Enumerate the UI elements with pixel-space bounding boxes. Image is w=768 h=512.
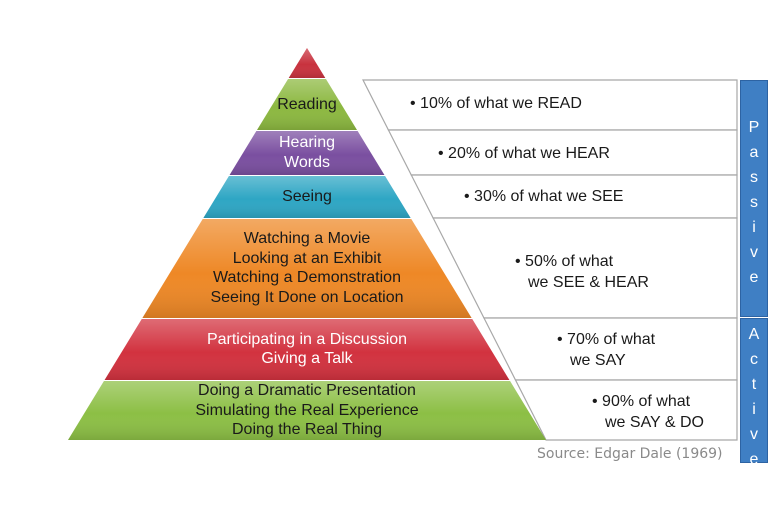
tier-label-line: Giving a Talk — [261, 350, 353, 368]
tier-label-line: Seeing It Done on Location — [210, 289, 404, 306]
tier-label-line: Looking at an Exhibit — [232, 249, 382, 267]
read-row-text: • 10% of what we READ — [410, 94, 582, 115]
tier-label-line: Seeing — [282, 188, 332, 206]
retention-line: we SAY & DO — [605, 413, 704, 431]
watching-tier — [142, 219, 472, 318]
retention-line: • 10% of what we READ — [410, 95, 582, 112]
vertical-letter: v — [750, 426, 758, 443]
tier-label-line: Words — [284, 153, 330, 171]
tier-label-line: Participating in a Discussion — [206, 330, 408, 348]
seeing-tier — [203, 176, 411, 218]
retention-line: • 70% of what — [557, 331, 656, 348]
seeing-tier-label: Seeing — [137, 187, 477, 207]
tier-label-line: Hearing — [278, 134, 336, 152]
reading-tier-label: Reading — [137, 95, 477, 115]
vertical-letter: i — [752, 401, 756, 418]
participating-tier — [104, 319, 510, 380]
vertical-letter: a — [749, 144, 759, 161]
doing-tier — [68, 381, 546, 440]
vertical-letter: t — [751, 376, 757, 393]
see-row-text: • 30% of what we SEE — [464, 187, 623, 208]
watching-tier-highlight — [142, 219, 472, 318]
tier-label-line: Watching a Demonstration — [213, 269, 401, 287]
retention-line: we SAY — [570, 351, 626, 369]
source-citation: Source: Edgar Dale (1969) — [537, 446, 723, 462]
say-row-text: • 70% of what we SAY — [557, 330, 655, 372]
retention-line: we SEE & HEAR — [528, 273, 649, 291]
tier-label-line: Reading — [277, 95, 337, 113]
vertical-letter: e — [749, 451, 759, 468]
vertical-letter: v — [750, 244, 758, 261]
say-do-row-text: • 90% of what we SAY & DO — [592, 392, 704, 434]
tier-label-line: Doing the Real Thing — [231, 421, 383, 439]
hear-row-text: • 20% of what we HEAR — [438, 144, 610, 165]
hearing-words-tier-highlight — [229, 131, 385, 175]
tier-label-line: Watching a Movie — [243, 230, 371, 248]
reading-tier — [257, 79, 357, 130]
say-do-row-box — [514, 379, 738, 441]
participating-tier-highlight — [104, 319, 510, 380]
see-hear-row-text: • 50% of what we SEE & HEAR — [515, 252, 649, 294]
tier-label-line: Doing a Dramatic Presentation — [198, 382, 416, 400]
top-tier-highlight — [288, 48, 326, 78]
retention-line: • 20% of what we HEAR — [438, 145, 610, 162]
retention-line: • 90% of what — [592, 393, 691, 410]
tier-label-line: Simulating the Real Experience — [195, 401, 419, 419]
retention-line: • 30% of what we SEE — [464, 188, 624, 205]
top-tier — [288, 48, 326, 78]
vertical-letter: i — [752, 219, 756, 236]
hearing-words-tier — [229, 131, 385, 175]
vertical-letter: P — [748, 119, 760, 136]
reading-tier-highlight — [257, 79, 357, 130]
doing-tier-highlight — [68, 381, 546, 440]
vertical-letter: c — [750, 351, 758, 368]
vertical-letter: s — [750, 194, 758, 211]
retention-line: • 50% of what — [515, 253, 614, 270]
seeing-tier-highlight — [203, 176, 411, 218]
vertical-letter: A — [748, 326, 760, 343]
vertical-letter: e — [749, 269, 759, 286]
vertical-letter: s — [750, 169, 758, 186]
